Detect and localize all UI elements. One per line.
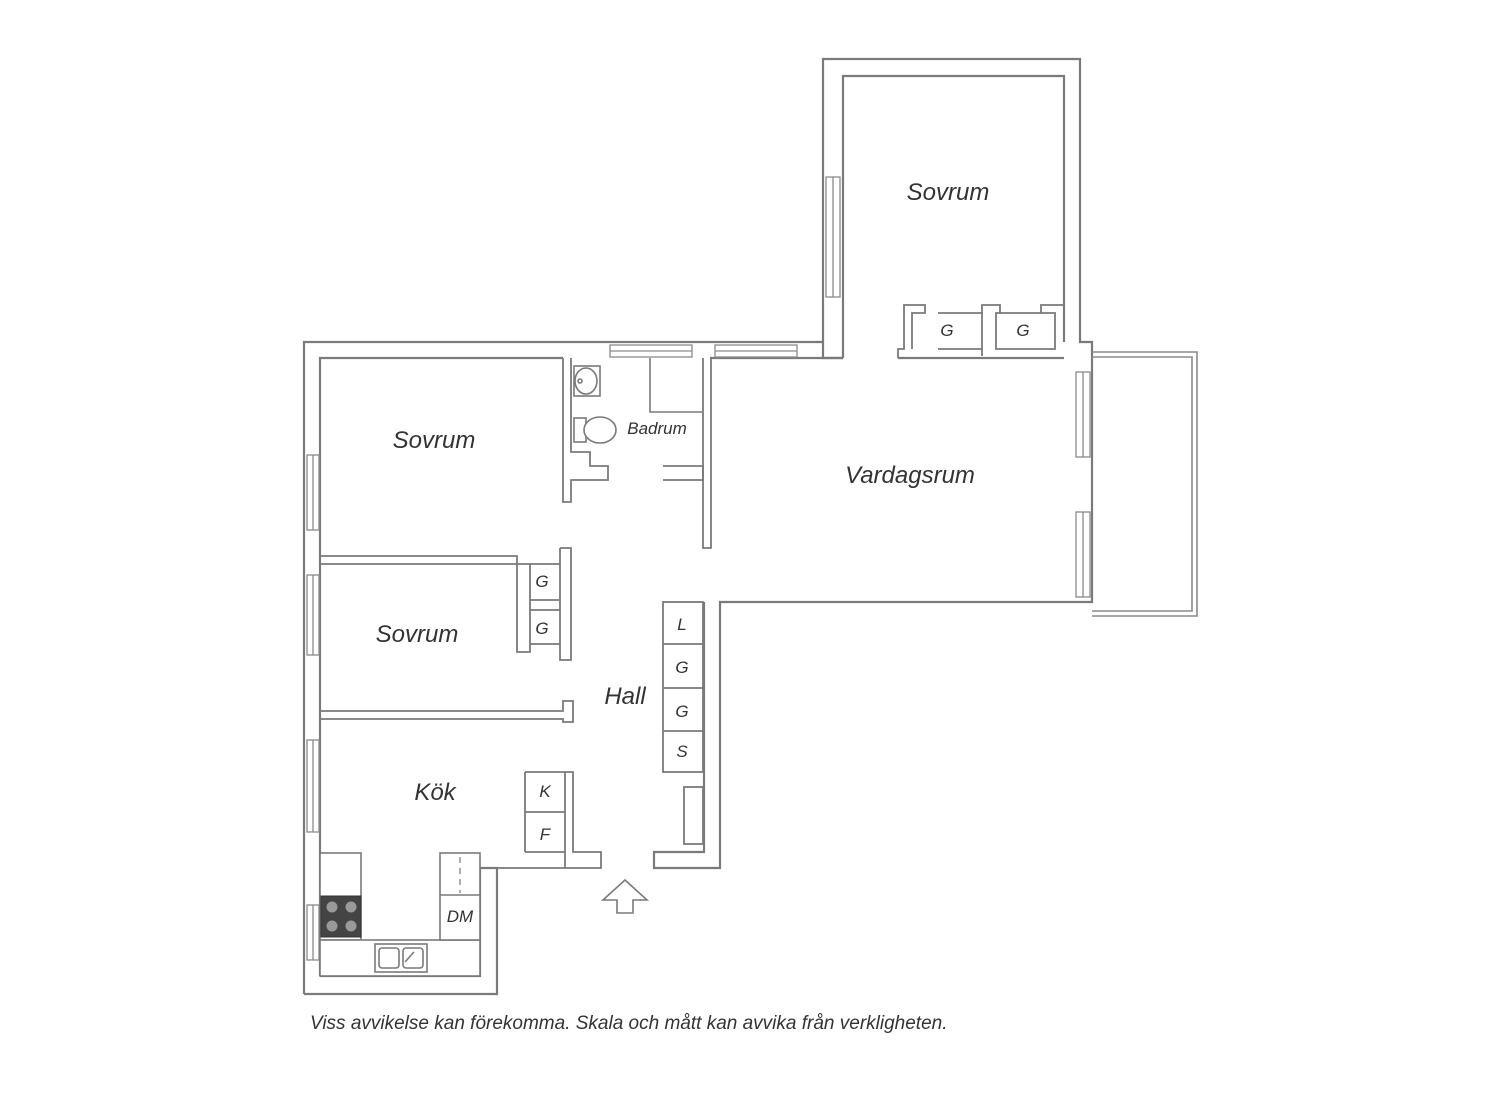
- entrance-arrow-icon: [600, 878, 650, 914]
- storage-label-k: K: [539, 782, 551, 801]
- room-label-sovrum-top: Sovrum: [907, 179, 990, 206]
- balcony: [1092, 351, 1198, 617]
- room-label-kok: Kök: [414, 779, 457, 806]
- room-label-hall: Hall: [604, 683, 646, 710]
- room-label-badrum: Badrum: [627, 419, 687, 438]
- storage-label-g: G: [1016, 321, 1029, 340]
- interior-walls: [320, 304, 1064, 869]
- storage-label-l: L: [677, 615, 686, 634]
- outer-walls: [302, 57, 1094, 996]
- storage-label-s: S: [676, 742, 688, 761]
- washbasin-icon: [573, 365, 601, 397]
- storage-label-g: G: [535, 572, 548, 591]
- room-label-vardagsrum: Vardagsrum: [845, 462, 975, 489]
- shower: [649, 358, 703, 413]
- storage-label-dm: DM: [447, 907, 474, 926]
- storage-label-g: G: [940, 321, 953, 340]
- stove-icon: [320, 895, 362, 938]
- storage-label-g: G: [675, 702, 688, 721]
- room-label-sovrum-middle: Sovrum: [376, 621, 459, 648]
- disclaimer-text: Viss avvikelse kan förekomma. Skala och …: [310, 1013, 948, 1034]
- storage-label-g: G: [535, 619, 548, 638]
- toilet-icon: [573, 416, 617, 444]
- storage-label-g: G: [675, 658, 688, 677]
- storage-label-f: F: [540, 825, 552, 844]
- windows: [306, 176, 1091, 961]
- room-label-sovrum-left: Sovrum: [393, 427, 476, 454]
- sink-icon: [374, 943, 428, 973]
